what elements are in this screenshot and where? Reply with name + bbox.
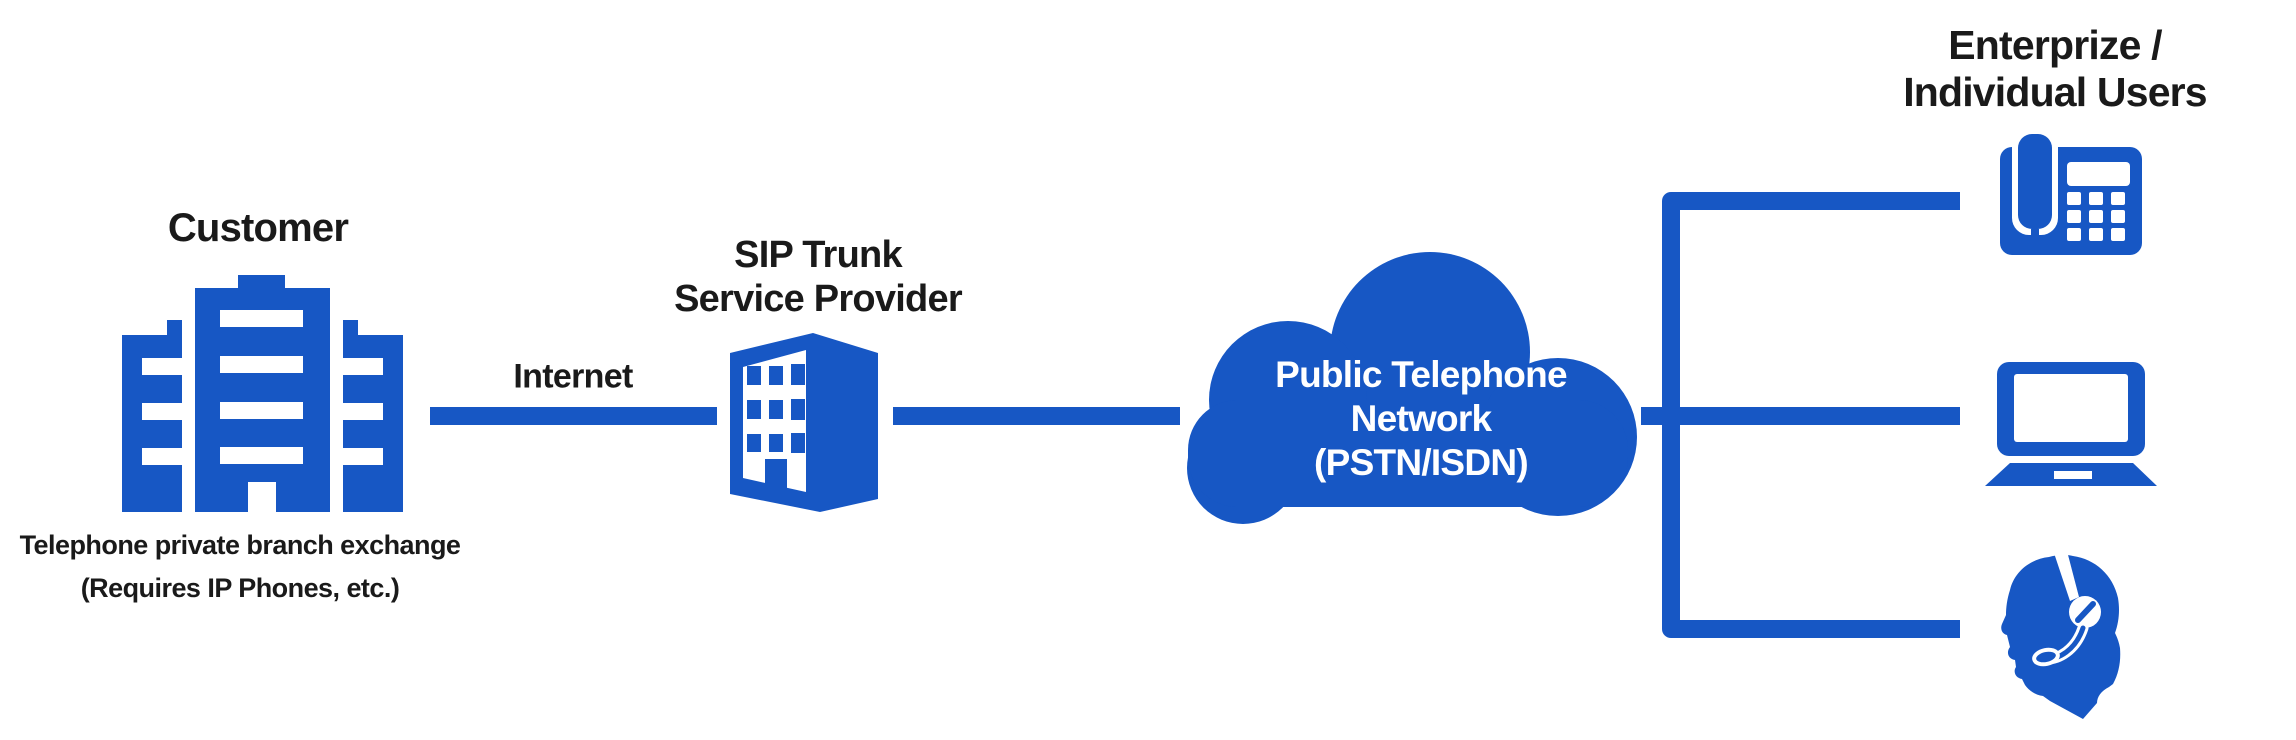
window-band — [220, 356, 303, 373]
door — [765, 459, 787, 495]
window-band — [343, 403, 383, 420]
users-title-line2: Individual Users — [1903, 69, 2207, 115]
window-band — [343, 358, 383, 375]
headband-gap — [2054, 551, 2079, 601]
keypad-key — [2089, 228, 2103, 241]
window-band — [220, 402, 303, 419]
laptop-screen — [2014, 374, 2128, 442]
window-band — [142, 358, 182, 375]
earpiece-slash — [2075, 601, 2096, 623]
keypad-key — [2089, 210, 2103, 223]
window — [769, 434, 783, 452]
handset-hook — [2031, 229, 2039, 246]
phone-display — [2067, 162, 2130, 186]
window-band — [220, 447, 303, 464]
internet-edge-label-text: Internet — [513, 357, 633, 396]
cloud-title-line1: Public Telephone — [1275, 354, 1567, 395]
users-bracket-line — [1662, 192, 1960, 638]
support-agent-icon — [2001, 551, 2121, 719]
sip-provider-title: SIP Trunk Service Provider — [674, 233, 963, 321]
cloud-base — [1188, 400, 1628, 507]
customer-title-text: Customer — [167, 206, 349, 250]
users-title-line1: Enterprize / — [1948, 22, 2162, 68]
office-buildings-icon — [122, 275, 403, 513]
window-band — [142, 403, 182, 420]
building-front-face — [743, 350, 806, 492]
window — [747, 400, 761, 419]
pstn-cloud-title: Public Telephone Network (PSTN/ISDN) — [1275, 353, 1567, 485]
keypad-key — [2111, 228, 2125, 241]
provider-building-icon — [730, 333, 878, 512]
keypad-key — [2089, 192, 2103, 205]
sip-title-line2: Service Provider — [674, 278, 963, 320]
keypad-key — [2067, 228, 2081, 241]
internet-edge-label: Internet — [513, 357, 633, 396]
window — [769, 366, 783, 385]
cloud-title-line3: (PSTN/ISDN) — [1314, 442, 1529, 483]
window — [791, 433, 805, 453]
window-band — [220, 310, 303, 327]
window — [791, 364, 805, 385]
left-building-step — [167, 320, 182, 340]
agent-head — [2001, 554, 2121, 719]
customer-title: Customer — [167, 205, 349, 251]
keypad-key — [2111, 210, 2125, 223]
window — [747, 434, 761, 452]
edge-customer-sip — [430, 407, 717, 425]
mic-capsule — [2032, 647, 2060, 667]
edge-sip-cloud — [893, 407, 1180, 425]
cloud-icon — [1187, 252, 1637, 524]
window-band — [343, 448, 383, 465]
customer-caption: Telephone private branch exchange (Requi… — [20, 524, 461, 610]
customer-caption-line2: (Requires IP Phones, etc.) — [80, 573, 400, 603]
edge-cloud-users — [1641, 407, 1960, 425]
customer-caption-line1: Telephone private branch exchange — [19, 530, 461, 560]
laptop-base-notch — [2054, 471, 2092, 479]
window — [769, 400, 783, 419]
keypad-key — [2067, 192, 2081, 205]
right-building-step — [343, 320, 358, 340]
keypad-key — [2067, 210, 2081, 223]
window — [791, 399, 805, 420]
users-title: Enterprize / Individual Users — [1903, 22, 2207, 116]
desk-phone-icon — [2000, 129, 2142, 255]
window-band — [142, 448, 182, 465]
door — [248, 482, 276, 513]
handset — [2018, 134, 2052, 229]
cloud-title-line2: Network — [1350, 398, 1493, 439]
keypad-key — [2111, 192, 2125, 205]
center-building-roof — [238, 275, 285, 291]
laptop-icon — [1985, 362, 2157, 486]
sip-title-line1: SIP Trunk — [734, 234, 903, 276]
window — [747, 366, 761, 385]
